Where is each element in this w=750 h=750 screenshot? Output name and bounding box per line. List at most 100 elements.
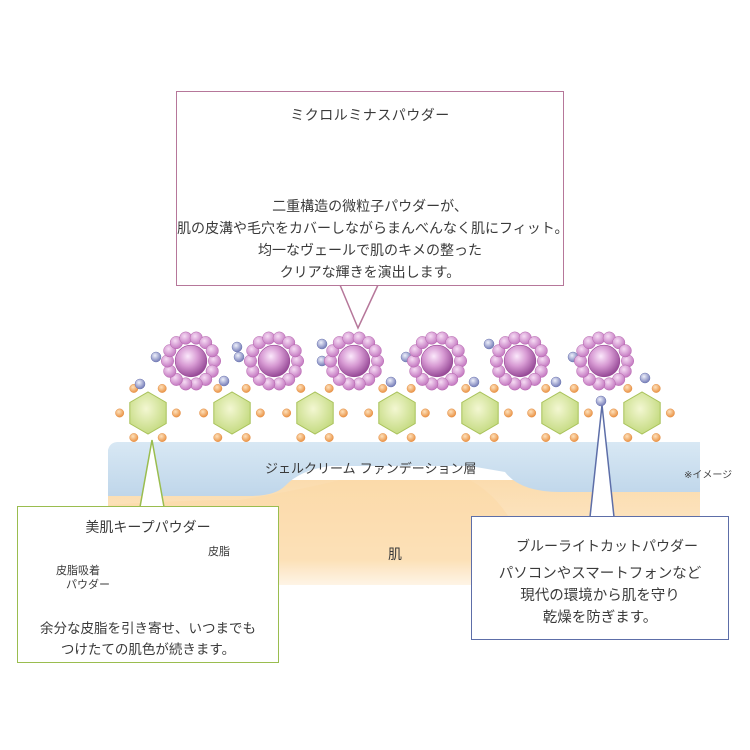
absorb-label-line-1: 皮脂吸着 bbox=[56, 564, 100, 577]
purple-powder-particle bbox=[243, 331, 305, 391]
blue-dot bbox=[316, 338, 328, 350]
satellite-particle bbox=[451, 344, 465, 358]
orange-dot bbox=[338, 408, 348, 418]
purple-powder-particle bbox=[573, 331, 635, 391]
orange-dot bbox=[406, 384, 416, 393]
hex-body bbox=[378, 391, 416, 435]
orange-dot bbox=[651, 384, 661, 393]
orange-dot bbox=[623, 384, 633, 393]
right-box-line-3: 乾燥を防ぎます。 bbox=[542, 610, 658, 626]
core-particle bbox=[587, 344, 621, 378]
orange-dot bbox=[241, 384, 251, 393]
core-particle bbox=[337, 344, 371, 378]
hex-body bbox=[213, 391, 251, 435]
purple-powder-particle bbox=[160, 331, 222, 391]
satellite-particle bbox=[288, 344, 302, 358]
orange-dot bbox=[569, 384, 579, 393]
green-hex-particle bbox=[115, 384, 181, 442]
blue-dot bbox=[595, 395, 607, 407]
top-box-line-2: 肌の皮溝や毛穴をカバーしながらまんべんなく肌にフィット。 bbox=[177, 221, 569, 237]
blue-dot bbox=[150, 351, 162, 363]
blue-dot bbox=[468, 376, 480, 388]
top-box-line-1: 二重構造の微粒子パウダーが、 bbox=[272, 199, 468, 215]
micro-luminous-powder-callout: ミクロルミナスパウダー 二重構造の微粒子パウダーが、 肌の皮溝や毛穴をカバーしな… bbox=[176, 91, 569, 286]
absorb-label-line-2: パウダー bbox=[66, 578, 110, 591]
core-particle bbox=[420, 344, 454, 378]
hex-body bbox=[541, 391, 579, 435]
blue-dot bbox=[385, 376, 397, 388]
green-hex-particle bbox=[609, 384, 675, 442]
left-box-line-2: つけたての肌色が続きます。 bbox=[60, 642, 236, 658]
green-hex-particle bbox=[199, 384, 265, 442]
purple-powder-particle bbox=[406, 331, 468, 391]
orange-dot bbox=[541, 433, 551, 442]
orange-dot bbox=[157, 433, 167, 442]
orange-dot bbox=[461, 433, 471, 442]
orange-dot bbox=[129, 433, 139, 442]
purple-powder-particle bbox=[323, 331, 385, 391]
blue-dot bbox=[550, 376, 562, 388]
blue-dot bbox=[231, 341, 243, 353]
orange-dot bbox=[623, 433, 633, 442]
orange-dot bbox=[541, 384, 551, 393]
core-particle bbox=[174, 344, 208, 378]
orange-dot bbox=[199, 408, 209, 418]
orange-dot bbox=[171, 408, 181, 418]
orange-dot bbox=[461, 384, 471, 393]
gel-cream-layer bbox=[108, 442, 700, 496]
orange-dot bbox=[282, 408, 292, 418]
gel-layer-label: ジェルクリーム ファンデーション層 bbox=[265, 462, 477, 477]
left-box-pointer bbox=[139, 439, 165, 508]
orange-dot bbox=[406, 433, 416, 442]
left-box-title: 美肌キープパウダー bbox=[85, 520, 211, 536]
skin-layer-label: 肌 bbox=[388, 547, 402, 563]
orange-dot bbox=[583, 408, 593, 418]
orange-dot bbox=[489, 384, 499, 393]
orange-dot bbox=[378, 433, 388, 442]
blue-dot bbox=[483, 338, 495, 350]
right-box-title: ブルーライトカットパウダー bbox=[516, 539, 698, 555]
green-hex-particle bbox=[364, 384, 430, 442]
hex-body bbox=[129, 391, 167, 435]
right-box-line-1: パソコンやスマートフォンなど bbox=[498, 566, 702, 582]
orange-dot bbox=[296, 433, 306, 442]
orange-dot bbox=[324, 384, 334, 393]
keep-powder-callout: 美肌キープパウダー 皮脂 皮脂吸着 パウダー 余分な皮脂を引き寄せ、いつまでも … bbox=[17, 506, 279, 663]
orange-dot bbox=[569, 433, 579, 442]
orange-dot bbox=[420, 408, 430, 418]
top-box-line-4: クリアな輝きを演出します。 bbox=[279, 265, 461, 281]
top-box-title: ミクロルミナスパウダー bbox=[290, 108, 450, 124]
green-hex-particle bbox=[447, 384, 513, 442]
left-box-line-1: 余分な皮脂を引き寄せ、いつまでも bbox=[40, 621, 256, 637]
satellite-particle bbox=[534, 344, 548, 358]
orange-dot bbox=[364, 408, 374, 418]
hex-body bbox=[296, 391, 334, 435]
orange-dot bbox=[213, 384, 223, 393]
green-hex-particle bbox=[282, 384, 348, 442]
right-box-line-2: 現代の環境から肌を守り bbox=[520, 588, 680, 604]
core-particle bbox=[503, 344, 537, 378]
orange-dot bbox=[447, 408, 457, 418]
top-box-line-3: 均一なヴェールで肌のキメの整った bbox=[258, 243, 482, 259]
satellite-particle bbox=[205, 344, 219, 358]
orange-dot bbox=[115, 408, 125, 418]
sebum-label: 皮脂 bbox=[208, 545, 230, 558]
blue-dot bbox=[233, 351, 245, 363]
orange-dot bbox=[296, 384, 306, 393]
blue-dot bbox=[218, 375, 230, 387]
orange-dot bbox=[213, 433, 223, 442]
hex-body bbox=[461, 391, 499, 435]
satellite-particle bbox=[618, 344, 632, 358]
orange-dot bbox=[241, 433, 251, 442]
orange-dot bbox=[324, 433, 334, 442]
purple-powder-particle bbox=[489, 331, 551, 391]
orange-dot bbox=[157, 384, 167, 393]
image-note: ※イメージ bbox=[684, 470, 733, 481]
top-box-pointer bbox=[339, 284, 379, 330]
orange-dot bbox=[527, 408, 537, 418]
orange-dot bbox=[609, 408, 619, 418]
hex-body bbox=[623, 391, 661, 435]
satellite-particle bbox=[368, 344, 382, 358]
orange-dot bbox=[651, 433, 661, 442]
